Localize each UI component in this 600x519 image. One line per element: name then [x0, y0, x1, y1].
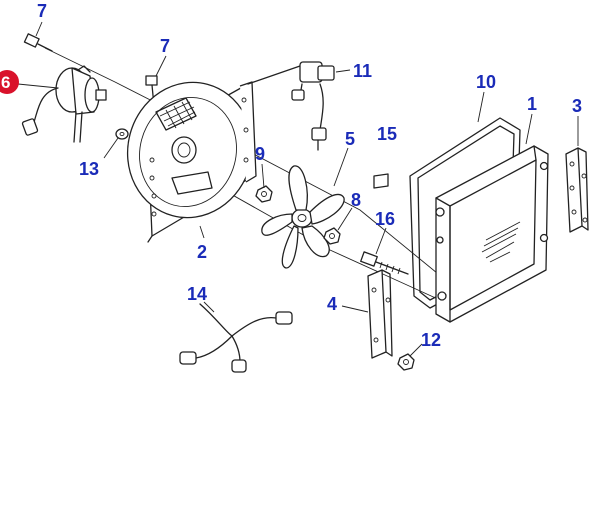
- decal-part-15: [373, 173, 389, 189]
- callout-16: 16: [375, 209, 395, 229]
- bracket-part-3: [565, 116, 589, 233]
- fan-shroud-part-2: [126, 81, 257, 243]
- callout-13: 13: [79, 159, 99, 179]
- assembly-axis-line: [44, 47, 471, 301]
- callout-6: 6: [1, 73, 10, 92]
- radiator-core-part-1: [435, 113, 549, 323]
- callout-15: 15: [377, 124, 397, 144]
- callout-4: 4: [327, 294, 337, 314]
- fan-motor-part-6: [21, 65, 107, 143]
- leader-7a: [35, 21, 43, 37]
- callout-5: 5: [345, 129, 355, 149]
- leader-7b: [155, 55, 167, 77]
- leader-9: [261, 163, 265, 189]
- bracket-part-4: [341, 269, 393, 359]
- leader-6: [17, 83, 59, 89]
- callout-14: 14: [187, 284, 207, 304]
- nut-part-8: [323, 207, 353, 245]
- callout-8: 8: [351, 190, 361, 210]
- callout-9: 9: [255, 144, 265, 164]
- bolt-part-7a: [23, 33, 53, 52]
- callout-1: 1: [527, 94, 537, 114]
- washer-part-13: [115, 128, 129, 140]
- leader-13: [103, 137, 119, 159]
- callout-6-badge: 6: [0, 70, 19, 94]
- leader-2: [199, 225, 205, 239]
- highlight-badge: [0, 70, 19, 94]
- nut-part-12: [397, 343, 423, 371]
- callout-7b: 7: [160, 36, 170, 56]
- wire-harness-part-14: [179, 301, 293, 373]
- connector-part-11: [247, 61, 351, 151]
- callout-7a: 7: [37, 1, 47, 21]
- bolt-part-16: [360, 227, 409, 275]
- nut-part-9: [255, 185, 273, 203]
- callout-12: 12: [421, 330, 441, 350]
- callout-3: 3: [572, 96, 582, 116]
- callout-2: 2: [197, 242, 207, 262]
- fan-blade-part-5: [261, 147, 349, 269]
- callout-11: 11: [353, 61, 372, 81]
- callout-10: 10: [476, 72, 496, 92]
